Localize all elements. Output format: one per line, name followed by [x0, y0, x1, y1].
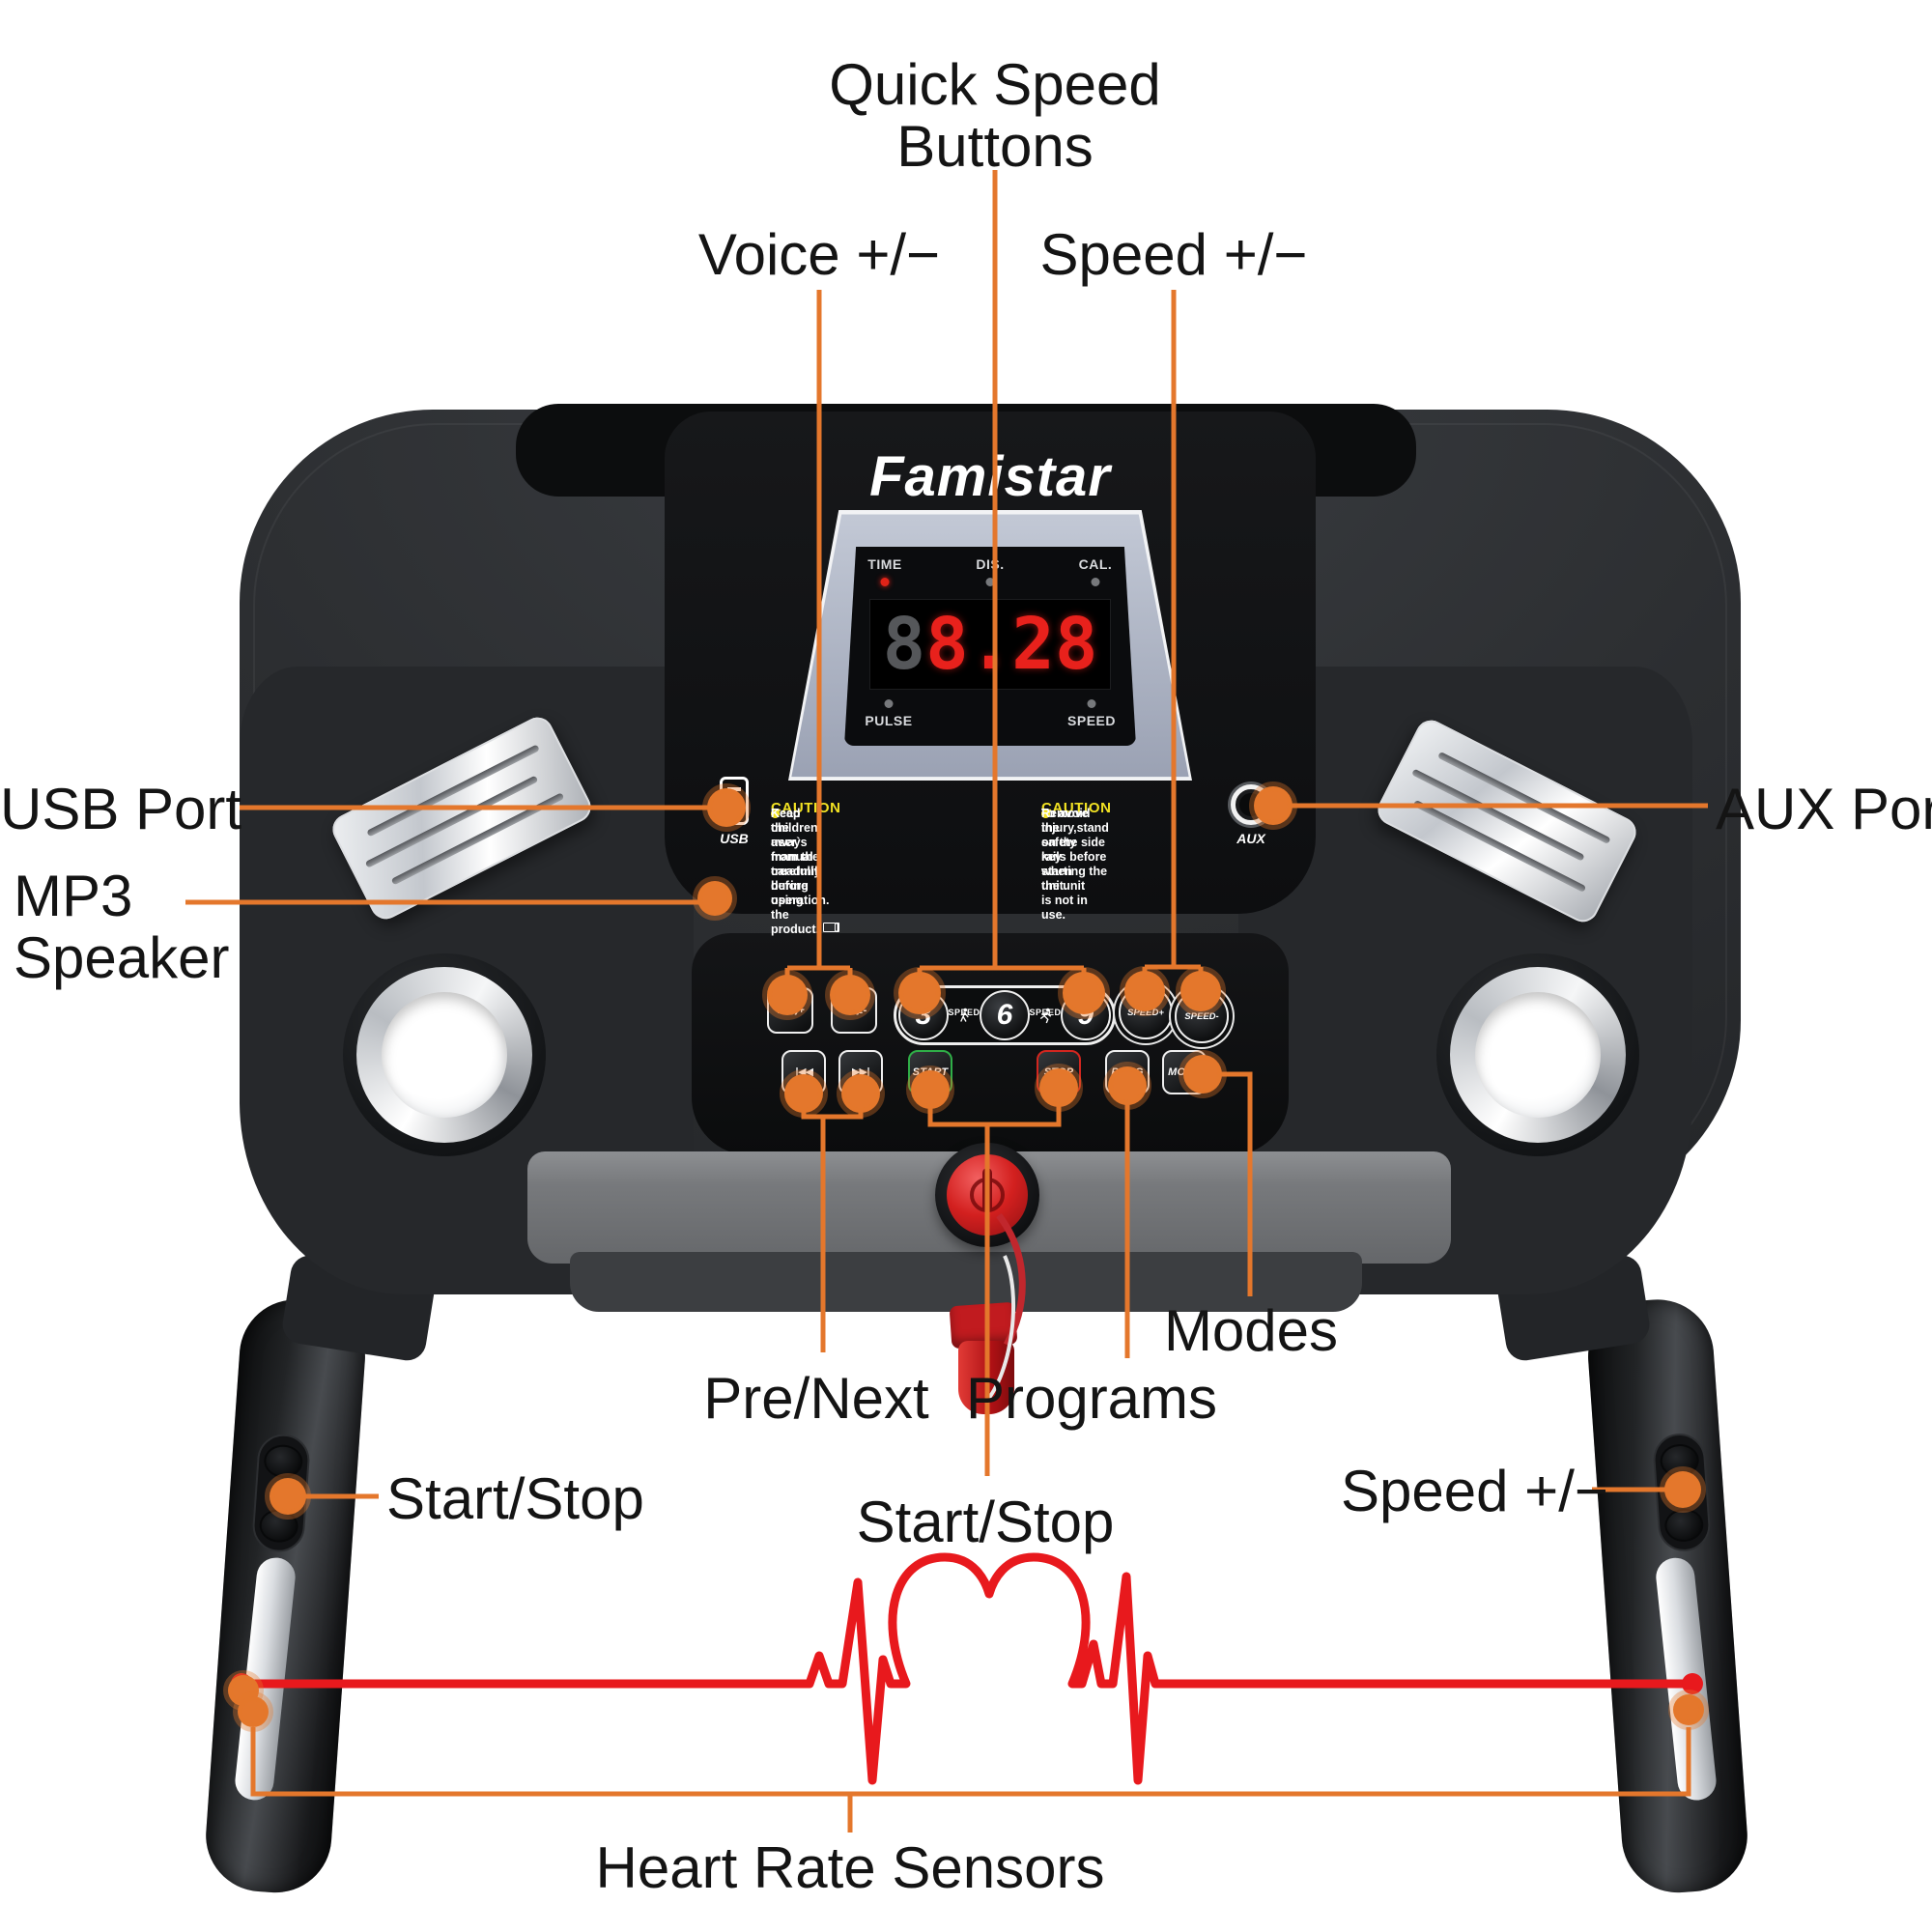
- callout-dot: [1249, 781, 1297, 830]
- callout-dot: [702, 783, 751, 832]
- lcd-label-time: TIME: [867, 556, 902, 572]
- caution-title: CAUTION: [771, 800, 841, 816]
- callout-dot: [1660, 1466, 1706, 1513]
- label-start-stop-left: Start/Stop: [386, 1466, 644, 1531]
- speed-mini-label: SPEED: [1029, 1007, 1062, 1017]
- brand-logo: Famistar: [869, 445, 1111, 508]
- label-heart-rate-sensors: Heart Rate Sensors: [595, 1835, 1105, 1900]
- label-programs: Programs: [965, 1366, 1218, 1431]
- caution-text: Keep children away from the treadmill du…: [771, 807, 830, 907]
- quick-speed-callout-line: [917, 170, 1087, 993]
- right-cup-holder: [1436, 953, 1639, 1156]
- caution-text: Remove the safety key when the unit is n…: [1041, 807, 1089, 922]
- speed-walk-divider: SPEED: [948, 1008, 980, 1024]
- pre-next-callout-line: [801, 1094, 864, 1352]
- callout-dot: [1058, 967, 1110, 1019]
- label-quick-speed-line1: Quick Speed: [829, 52, 1161, 117]
- safety-key-cord: [983, 1212, 1026, 1405]
- speed-top-callout-line: [1142, 290, 1204, 991]
- ecg-endpoint-dot: [1682, 1673, 1703, 1694]
- heart-rate-graphic: [231, 1552, 1703, 1785]
- callout-lines: [185, 170, 1708, 1833]
- label-mp3-speaker: MP3 Speaker: [14, 866, 229, 989]
- callout-dot: [894, 967, 946, 1019]
- label-quick-speed: Quick Speed Buttons: [753, 54, 1236, 178]
- led-digit-dim: 8: [882, 603, 926, 686]
- lcd-label-cal: CAL.: [1078, 556, 1113, 572]
- speed-mini-label: SPEED: [948, 1007, 980, 1017]
- led-digits: 8.28: [925, 603, 1098, 686]
- callout-dot: [1179, 1050, 1227, 1098]
- cup-hole: [382, 992, 507, 1118]
- quick-speed-6-button: 6: [980, 990, 1030, 1040]
- label-speed-right: Speed +/−: [1341, 1459, 1608, 1523]
- aux-port-label: AUX: [1236, 831, 1265, 846]
- bullet-icon: [771, 810, 780, 818]
- speed-run-divider: SPEED: [1029, 1008, 1061, 1024]
- walker-icon: [959, 1008, 969, 1022]
- callout-dot: [265, 1473, 311, 1520]
- pulse-indicator-led: [884, 699, 894, 708]
- dis-indicator-led: [985, 578, 995, 586]
- caution-title: CAUTION: [1041, 800, 1112, 816]
- callout-dot: [780, 1069, 828, 1118]
- runner-icon: [1039, 1008, 1051, 1023]
- callout-dot: [1120, 966, 1170, 1016]
- usb-port-label: USB: [720, 831, 749, 846]
- label-speed-top: Speed +/−: [1039, 222, 1308, 287]
- label-quick-speed-line2: Buttons: [896, 114, 1094, 179]
- cup-hole: [1475, 992, 1601, 1118]
- bullet-icon: [1041, 810, 1050, 818]
- console-ledge-lower: [570, 1252, 1362, 1312]
- callout-dot: [1668, 1690, 1709, 1730]
- label-voice: Voice +/−: [697, 222, 941, 287]
- left-cup-holder: [343, 953, 546, 1156]
- callout-dot: [762, 970, 812, 1020]
- callout-dot: [837, 1069, 885, 1118]
- heart-rate-callout-line: [250, 1727, 1691, 1833]
- label-pre-next: Pre/Next: [703, 1366, 929, 1431]
- label-mp3-line1: MP3: [14, 864, 133, 928]
- manual-book-icon: [823, 923, 836, 932]
- voice-callout-line: [784, 290, 853, 995]
- caution-text: Read the user`s manual carefully before …: [771, 807, 821, 936]
- time-indicator-led: [880, 578, 890, 586]
- label-start-stop-center: Start/Stop: [856, 1490, 1115, 1554]
- label-mp3-line2: Speaker: [14, 925, 230, 990]
- callout-dot: [1035, 1064, 1083, 1112]
- callout-dot: [906, 1065, 954, 1114]
- label-usb-port: USB Port: [0, 777, 242, 841]
- label-aux-port: AUX Port: [1716, 777, 1932, 841]
- caution-text: To avoid injury,stand on the side rails …: [1041, 807, 1109, 893]
- callout-dot: [693, 876, 737, 921]
- callout-dot: [1103, 1062, 1151, 1110]
- callout-dots: [223, 781, 1709, 1732]
- callout-dot: [1176, 966, 1226, 1016]
- modes-callout-line: [1203, 1071, 1253, 1296]
- label-modes: Modes: [1163, 1298, 1339, 1363]
- lcd-label-speed: SPEED: [1067, 713, 1116, 728]
- callout-dot: [825, 970, 875, 1020]
- callout-dot: [233, 1691, 273, 1732]
- speed-indicator-led: [1087, 699, 1096, 708]
- lcd-label-pulse: PULSE: [865, 713, 913, 728]
- cal-indicator-led: [1091, 578, 1100, 586]
